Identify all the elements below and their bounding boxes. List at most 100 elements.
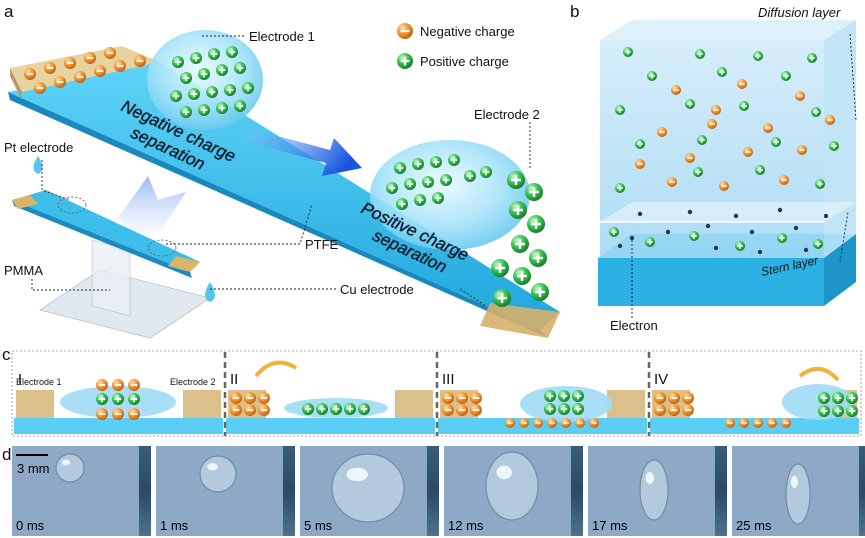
positive-charge-icon (558, 390, 570, 402)
negative-charge-icon (667, 177, 677, 187)
legend-negative-label: Negative charge (420, 24, 515, 39)
stage-right-electrode (395, 390, 433, 418)
positive-charge-icon (832, 405, 844, 417)
positive-charge-icon (448, 154, 460, 166)
positive-charge-icon (635, 139, 645, 149)
time-label: 5 ms (304, 518, 333, 533)
positive-charge-icon (302, 403, 314, 415)
negative-charge-icon (24, 68, 36, 80)
negative-charge-icon (533, 418, 543, 428)
stage-label: I (18, 371, 22, 388)
positive-charge-icon (440, 174, 452, 186)
cu-electrode-strip (480, 303, 560, 338)
scale-label: 3 mm (17, 461, 50, 476)
negative-charge-icon (657, 127, 667, 137)
droplet-2 (370, 140, 530, 250)
positive-charge-icon (544, 403, 556, 415)
positive-charge-icon (753, 51, 763, 61)
positive-charge-icon (316, 403, 328, 415)
negative-charge-icon (230, 404, 242, 416)
positive-charge-icon (615, 183, 625, 193)
negative-charge-icon (795, 91, 805, 101)
positive-charge-icon (846, 405, 858, 417)
pt-marker (57, 196, 87, 214)
positive-charge-icon (717, 67, 727, 77)
negative-charge-icon (134, 55, 146, 67)
droplet-highlight (207, 463, 219, 471)
positive-charge-icon (829, 141, 839, 151)
ptfe-substrate-top (8, 62, 560, 330)
panel-b-letter: b (570, 2, 579, 21)
label-electrode-1: Electrode 1 (249, 29, 315, 44)
stage-2: II (223, 352, 435, 436)
droplet-image (55, 453, 85, 483)
negative-charge-icon (739, 418, 749, 428)
droplet-image (199, 455, 237, 493)
negative-charge-icon (128, 408, 140, 420)
negative-charge-icon (654, 392, 666, 404)
pmma-leg (91, 239, 131, 317)
positive-charge-icon (813, 239, 823, 249)
positive-charge-icon (623, 47, 633, 57)
positive-charge-icon (206, 86, 218, 98)
positive-charge-icon (527, 215, 545, 233)
label-electrode-2: Electrode 2 (474, 107, 540, 122)
stage-1: I (14, 371, 223, 434)
negative-charge-icon (519, 418, 529, 428)
inclined-pt (12, 195, 38, 209)
panel-a-letter: a (4, 2, 14, 21)
frame-electrode-edge (859, 446, 865, 536)
electron-dot (629, 235, 635, 241)
positive-charge-icon (404, 178, 416, 190)
negative-charge-icon (763, 123, 773, 133)
droplet-image (785, 463, 811, 525)
positive-charge-icon (170, 90, 182, 102)
panel-b-charges (609, 47, 839, 255)
positive-charge-icon (422, 176, 434, 188)
positive-charge-icon (689, 231, 699, 241)
inclined-cu (168, 256, 200, 272)
negative-charge-icon (96, 379, 108, 391)
negative-charge-icon (244, 392, 256, 404)
electron-dot (687, 209, 693, 215)
negative-charge-icon (781, 418, 791, 428)
positive-charge-icon (430, 156, 442, 168)
positive-charge-icon (572, 390, 584, 402)
positive-charge-icon (198, 68, 210, 80)
positive-charge-icon (755, 165, 765, 175)
positive-charge-icon (818, 392, 830, 404)
panel-c-letter: c (2, 345, 11, 364)
positive-charge-icon (645, 237, 655, 247)
positive-charge-icon (807, 53, 817, 63)
negative-charge-icon (685, 153, 695, 163)
positive-charge-icon (771, 137, 781, 147)
positive-charge-icon (697, 135, 707, 145)
positive-charge-icon (234, 100, 246, 112)
electron-dot (733, 213, 739, 219)
electron-dot (665, 229, 671, 235)
positive-charge-icon (208, 48, 220, 60)
positive-charge-icon (818, 405, 830, 417)
negative-charge-icon (589, 418, 599, 428)
water-cube-front (600, 40, 824, 258)
label-ptfe: PTFE (305, 237, 339, 252)
legend-negative-icon (397, 23, 413, 39)
flow-arrow (244, 128, 362, 176)
droplet-highlight (496, 465, 512, 480)
panel-b: b Diffusion layer Stern layer Electron (570, 2, 857, 333)
negative-charge-icon (94, 65, 106, 77)
label-cu-electrode: Cu electrode (340, 282, 414, 297)
positive-charge-icon (695, 49, 705, 59)
positive-charge-icon (739, 101, 749, 111)
positive-charge-icon (777, 233, 787, 243)
positive-charge-icon (172, 56, 184, 68)
negative-charge-icon (654, 404, 666, 416)
positive-charge-icon (180, 106, 192, 118)
negative-charge-icon (230, 392, 242, 404)
positive-charge-icon (491, 259, 509, 277)
droplet-highlight (790, 476, 799, 488)
stage4-arrow (798, 367, 840, 382)
